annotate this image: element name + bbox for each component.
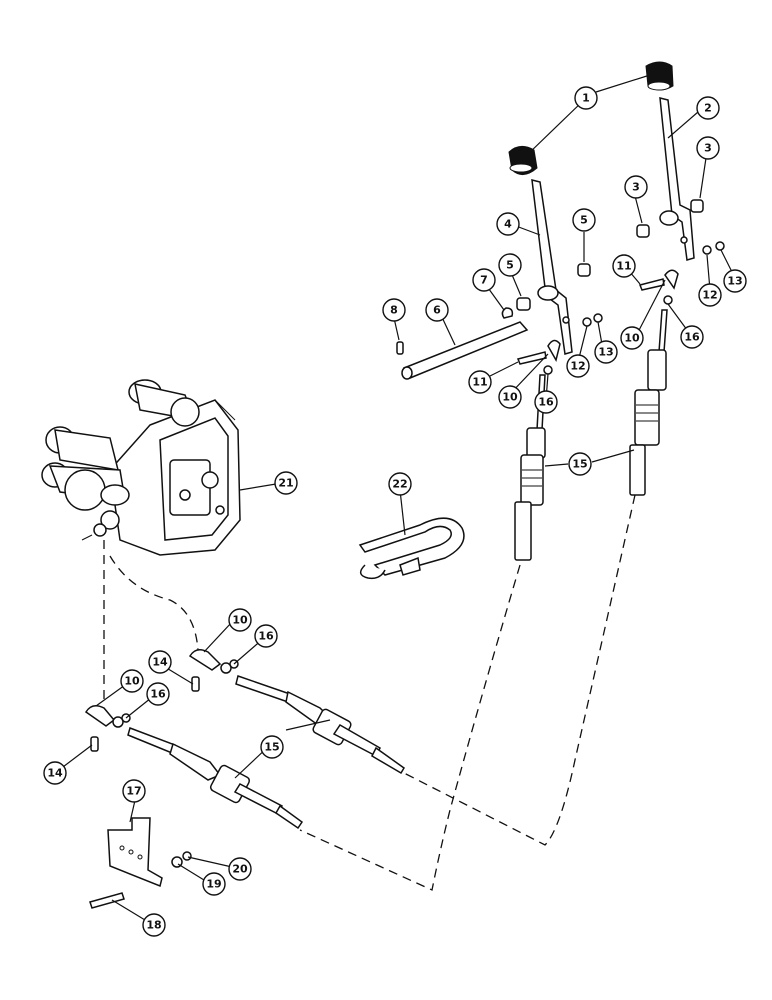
callout-3a-label: 3 (704, 142, 712, 155)
callout-21: 21 (274, 471, 298, 495)
shaft-6 (401, 321, 529, 380)
callout-16c-label: 16 (258, 630, 274, 643)
callout-7-label: 7 (480, 274, 488, 287)
callout-10b: 10 (620, 326, 644, 350)
callout-10d: 10 (120, 669, 144, 693)
callout-5a: 5 (572, 208, 596, 232)
callout-2: 2 (696, 96, 720, 120)
callout-16b: 16 (680, 325, 704, 349)
callout-15a: 15 (568, 452, 592, 476)
lower-cables (127, 675, 405, 830)
callout-15b: 15 (260, 735, 284, 759)
callout-16d: 16 (146, 682, 170, 706)
callout-10a: 10 (498, 385, 522, 409)
callout-16a: 16 (534, 390, 558, 414)
callout-4-label: 4 (504, 218, 512, 231)
callout-16a-label: 16 (538, 396, 554, 409)
small-parts (396, 199, 725, 375)
callout-6: 6 (425, 298, 449, 322)
callout-20: 20 (228, 857, 252, 881)
callout-8-label: 8 (390, 304, 398, 317)
knobs (508, 61, 674, 175)
callout-12b: 12 (698, 283, 722, 307)
callout-11a: 11 (468, 370, 492, 394)
callout-11b: 11 (612, 254, 636, 278)
callout-5b: 5 (498, 253, 522, 277)
callout-5a-label: 5 (580, 214, 588, 227)
callout-18-label: 18 (146, 919, 161, 932)
callout-14a-label: 14 (152, 656, 168, 669)
callout-10d-label: 10 (124, 675, 140, 688)
callout-3b-label: 3 (632, 181, 640, 194)
callout-10a-label: 10 (502, 391, 518, 404)
callout-16b-label: 16 (684, 331, 700, 344)
callout-13b-label: 13 (727, 275, 742, 288)
callout-5b-label: 5 (506, 259, 514, 272)
callout-11a-label: 11 (472, 376, 487, 389)
callout-13a-label: 13 (598, 346, 613, 359)
callout-8: 8 (382, 298, 406, 322)
callout-20-label: 20 (232, 863, 248, 876)
callout-10c: 10 (228, 608, 252, 632)
callout-3b: 3 (624, 175, 648, 199)
lever-4 (531, 179, 573, 355)
callout-14b-label: 14 (47, 767, 63, 780)
callout-12a: 12 (566, 354, 590, 378)
callout-2-label: 2 (704, 102, 712, 115)
callout-17-label: 17 (126, 785, 141, 798)
callout-22: 22 (388, 472, 412, 496)
bracket-17 (89, 817, 192, 909)
control-valve-assembly (41, 379, 241, 556)
lever-2 (659, 97, 695, 261)
strap-22 (358, 517, 465, 580)
callout-15b-label: 15 (264, 741, 279, 754)
callout-17: 17 (122, 779, 146, 803)
callout-13a: 13 (594, 340, 618, 364)
callout-4: 4 (496, 212, 520, 236)
callout-14a: 14 (148, 650, 172, 674)
callout-7: 7 (472, 268, 496, 292)
callout-22-label: 22 (392, 478, 407, 491)
upper-cables (514, 309, 668, 561)
callout-12a-label: 12 (570, 360, 585, 373)
callout-13b: 13 (723, 269, 747, 293)
callout-1: 1 (574, 86, 598, 110)
callout-21-label: 21 (278, 477, 293, 490)
callout-10b-label: 10 (624, 332, 640, 345)
callout-1-label: 1 (582, 92, 590, 105)
callout-3a: 3 (696, 136, 720, 160)
routing-dashes (103, 494, 636, 891)
callout-15a-label: 15 (572, 458, 587, 471)
callout-16c: 16 (254, 624, 278, 648)
callout-16d-label: 16 (150, 688, 166, 701)
callout-10c-label: 10 (232, 614, 248, 627)
callout-19-label: 19 (206, 878, 221, 891)
callout-18: 18 (142, 913, 166, 937)
callout-14b: 14 (43, 761, 67, 785)
callout-12b-label: 12 (702, 289, 717, 302)
callout-19: 19 (202, 872, 226, 896)
callout-11b-label: 11 (616, 260, 631, 273)
callout-6-label: 6 (433, 304, 441, 317)
